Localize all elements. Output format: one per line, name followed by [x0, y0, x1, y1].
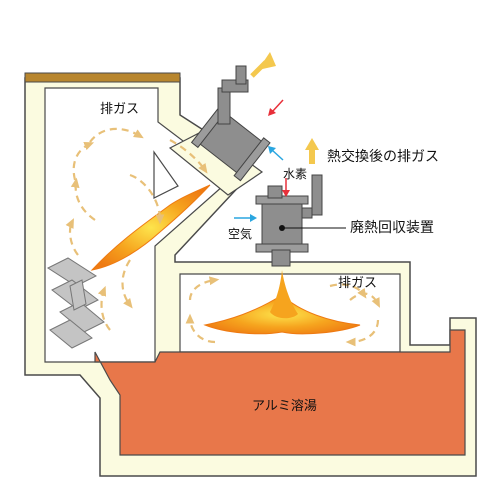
burner-flame-right-core [270, 270, 298, 319]
furnace-lid [24, 72, 181, 83]
label-exhaust-after-exchange: 熱交換後の排ガス [327, 149, 439, 165]
molten-aluminum-bath [94, 329, 466, 456]
air-arrowhead-top [268, 146, 276, 154]
label-exhaust-gas-left: 排ガス [100, 102, 140, 117]
waste-heat-recovery-device [255, 174, 323, 267]
aluminum-ingot-icon [46, 257, 105, 349]
exhaust-flow-arrows [65, 127, 380, 347]
air-arrowhead-mid [250, 214, 257, 222]
label-hydrogen: 水素 [283, 167, 308, 181]
hydrogen-arrowhead-top [268, 108, 276, 116]
hydrogen-arrow-top [271, 99, 284, 113]
label-air: 空気 [228, 227, 253, 241]
burner-flame-left [90, 184, 211, 271]
air-arrow-top [271, 149, 284, 161]
label-waste-heat-recovery: 廃熱回収装置 [350, 220, 434, 236]
label-molten-aluminum: アルミ溶湯 [252, 399, 317, 414]
label-exhaust-gas-right: 排ガス [338, 276, 378, 291]
hydrogen-arrowhead-mid [282, 190, 290, 197]
baffle [153, 150, 179, 199]
heat-exchanger-icon [190, 65, 271, 182]
exhaust-outlet-arrow-right [305, 138, 319, 150]
